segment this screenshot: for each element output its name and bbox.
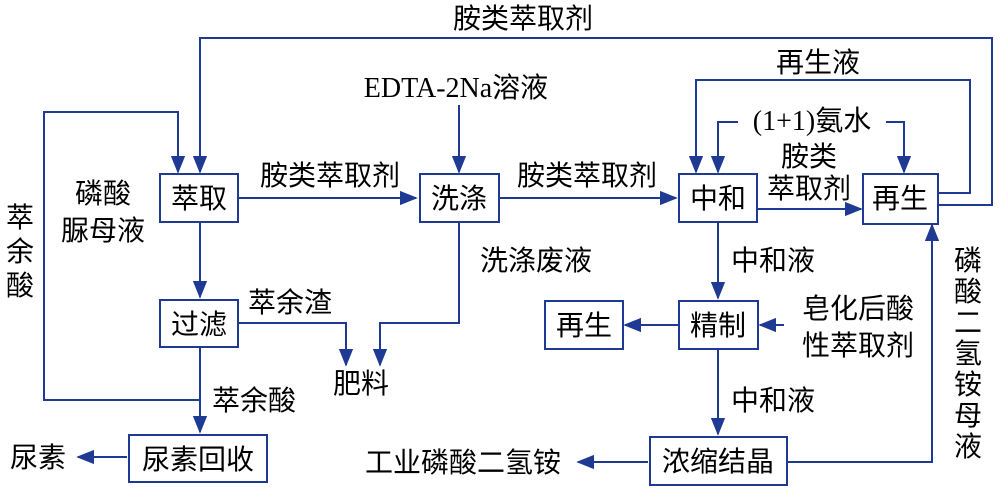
urea-recovery-box: 尿素回收 bbox=[128, 434, 268, 483]
neutral-liquid-label-2: 中和液 bbox=[731, 385, 815, 417]
wash-box: 洗涤 bbox=[419, 173, 500, 223]
neutral-liquid-label-1: 中和液 bbox=[731, 245, 815, 277]
residue-to-fertilizer-line bbox=[238, 322, 354, 367]
concentrate-box: 浓缩结晶 bbox=[649, 436, 788, 486]
refine-label: 精制 bbox=[690, 310, 746, 342]
map-mother-char-5: 铵 bbox=[954, 369, 982, 401]
regen-left-label: 再生 bbox=[556, 310, 612, 342]
map-mother-char-4: 氢 bbox=[954, 338, 982, 370]
amine-label-1: 胺类萃取剂 bbox=[260, 160, 400, 192]
amine-recycle-line bbox=[192, 37, 993, 206]
saponified-label-2: 性萃取剂 bbox=[802, 330, 914, 362]
ammonia-label: (1+1)氨水 bbox=[753, 105, 871, 137]
raffinate-left-label-1: 萃 bbox=[6, 202, 34, 234]
map-mother-char-7: 液 bbox=[954, 431, 982, 463]
edta-label: EDTA-2Na溶液 bbox=[364, 72, 548, 104]
refine-box: 精制 bbox=[678, 300, 759, 350]
ammonia-line-right bbox=[886, 121, 912, 174]
phosphoric-label-2: 脲母液 bbox=[61, 215, 145, 247]
urea-label: 尿素 bbox=[10, 442, 66, 474]
mother-liquor-line bbox=[788, 223, 940, 463]
neutralize-label: 中和 bbox=[690, 183, 746, 215]
residue-label: 萃余渣 bbox=[248, 287, 332, 319]
raffinate-acid-label: 萃余酸 bbox=[212, 385, 296, 417]
map-mother-char-1: 磷 bbox=[954, 245, 982, 277]
amine-label-3a: 胺类 bbox=[781, 141, 837, 173]
neutralize-box: 中和 bbox=[678, 173, 758, 223]
regen-top-box: 再生 bbox=[862, 173, 939, 225]
amine-label-2: 胺类萃取剂 bbox=[517, 160, 657, 192]
urea-recovery-label: 尿素回收 bbox=[142, 444, 254, 476]
map-mother-char-2: 酸 bbox=[954, 276, 982, 308]
wash-label: 洗涤 bbox=[431, 183, 487, 215]
ammonia-line-left bbox=[710, 121, 738, 174]
phosphoric-label-1: 磷酸 bbox=[75, 178, 131, 210]
filter-label: 过滤 bbox=[171, 309, 227, 341]
regen-liquid-label: 再生液 bbox=[776, 47, 860, 79]
concentrate-label: 浓缩结晶 bbox=[662, 446, 774, 478]
amine-label-3b: 萃取剂 bbox=[767, 173, 851, 205]
product-label: 工业磷酸二氢铵 bbox=[365, 447, 561, 479]
fertilizer-label: 肥料 bbox=[333, 368, 389, 400]
raffinate-left-line bbox=[43, 111, 200, 401]
regen-left-box: 再生 bbox=[544, 300, 624, 350]
wash-waste-line bbox=[372, 222, 460, 367]
raffinate-left-label-2: 余 bbox=[6, 236, 34, 268]
raffinate-left-label-3: 酸 bbox=[6, 270, 34, 302]
extract-label: 萃取 bbox=[171, 183, 227, 215]
map-mother-char-3: 二 bbox=[954, 308, 982, 339]
wash-waste-label: 洗涤废液 bbox=[480, 245, 592, 277]
saponified-label-1: 皂化后酸 bbox=[802, 293, 914, 325]
regen-liquid-line bbox=[688, 79, 971, 194]
map-mother-char-6: 母 bbox=[954, 401, 982, 432]
amine-top-label: 胺类萃取剂 bbox=[453, 3, 593, 35]
filter-box: 过滤 bbox=[159, 299, 239, 348]
extract-box: 萃取 bbox=[159, 173, 239, 223]
regen-top-label: 再生 bbox=[872, 183, 928, 215]
